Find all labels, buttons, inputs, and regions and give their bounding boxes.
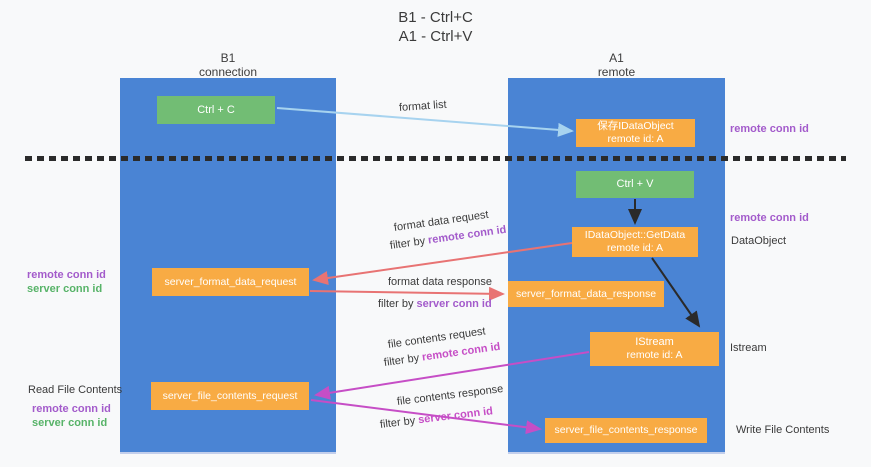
phase-separator-dashed-line <box>25 156 846 161</box>
ctrl-v-box: Ctrl + V <box>576 171 694 198</box>
remote-conn-id-label-bottom-left: remote conn id <box>32 403 111 415</box>
server-format-data-response-label: server_format_data_response <box>515 287 657 300</box>
arrow-getdata-to-istream <box>651 257 701 328</box>
idataobject-getdata-box: IDataObject::GetData remote id: A <box>572 227 698 257</box>
title-line-2: A1 - Ctrl+V <box>398 28 473 45</box>
ctrl-c-label: Ctrl + C <box>197 103 235 116</box>
remote-conn-id-label-top-right: remote conn id <box>730 123 809 135</box>
remote-conn-id-label-top-left: remote conn id <box>27 269 106 281</box>
column-a1-role: remote <box>597 65 636 79</box>
server-conn-id-label-top-left: server conn id <box>27 283 103 295</box>
arrow-format-data-response <box>309 286 505 301</box>
server-format-data-request-box: server_format_data_request <box>152 268 309 296</box>
arrow-format-data-request <box>312 242 573 285</box>
column-b1-role: connection <box>198 65 258 79</box>
server-file-contents-response-label: server_file_contents_response <box>554 424 698 436</box>
format-data-response-label: format data response <box>388 276 492 288</box>
server-file-contents-response-box: server_file_contents_response <box>545 418 707 443</box>
filter-by-text: filter by <box>378 298 417 310</box>
server-conn-id-label-bottom-left: server conn id <box>32 417 108 429</box>
getdata-line2: remote id: A <box>606 242 664 254</box>
server-conn-id-key: server conn id <box>416 298 492 310</box>
arrow-file-contents-response <box>310 399 542 435</box>
istream-line2: remote id: A <box>626 349 683 361</box>
istream-box: IStream remote id: A <box>590 332 719 366</box>
server-file-contents-request-label: server_file_contents_request <box>162 389 298 402</box>
column-header-a1: A1 remote <box>508 51 725 79</box>
arrow-format-list <box>276 107 574 137</box>
read-file-contents-label: Read File Contents <box>28 384 123 396</box>
title-line-1: B1 - Ctrl+C <box>398 9 473 26</box>
arrow-file-contents-request <box>314 351 590 400</box>
istream-line1: IStream <box>635 336 674 348</box>
column-b1-name: B1 <box>220 51 236 65</box>
ctrl-v-label: Ctrl + V <box>616 178 654 190</box>
column-header-b1: B1 connection <box>120 51 336 79</box>
save-idataobject-line1: 保存IDataObject <box>597 120 674 132</box>
getdata-line1: IDataObject::GetData <box>584 229 686 241</box>
remote-conn-id-label-mid-right: remote conn id <box>730 212 809 224</box>
server-file-contents-request-box: server_file_contents_request <box>151 382 309 410</box>
save-idataobject-box: 保存IDataObject remote id: A <box>576 119 695 147</box>
column-a1-name: A1 <box>609 51 624 65</box>
server-format-data-response-box: server_format_data_response <box>508 281 664 307</box>
dataobject-label: DataObject <box>731 235 787 247</box>
diagram-title: B1 - Ctrl+C A1 - Ctrl+V <box>0 8 871 46</box>
write-file-contents-label: Write File Contents <box>736 424 830 436</box>
format-response-filter-label: filter by server conn id <box>378 298 492 310</box>
save-idataobject-line2: remote id: A <box>607 133 664 145</box>
istream-side-label: Istream <box>730 342 767 354</box>
server-format-data-request-label: server_format_data_request <box>164 275 297 288</box>
ctrl-c-box: Ctrl + C <box>157 96 275 124</box>
